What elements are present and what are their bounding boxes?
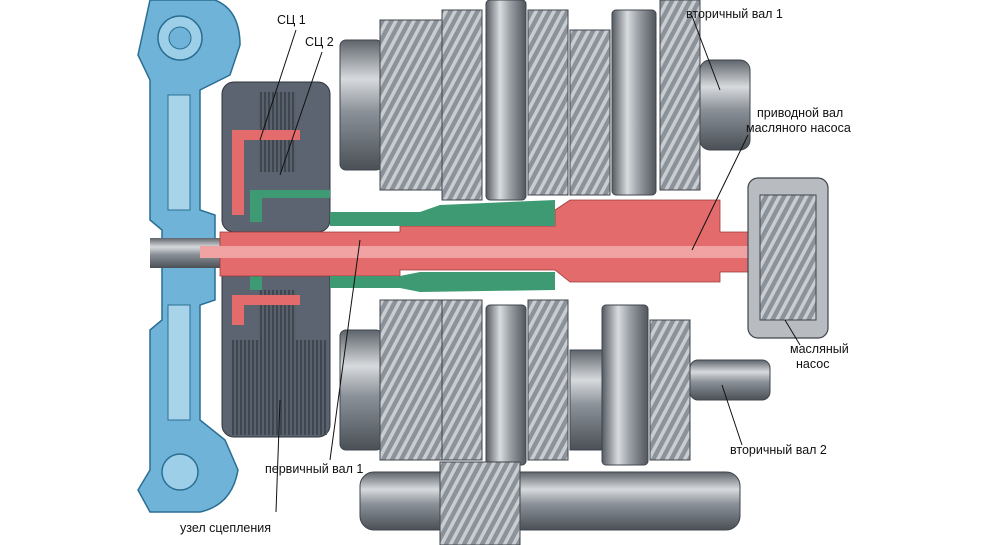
leader-pump-drive-shaft: [691, 134, 749, 251]
label-sc2: СЦ 2: [305, 35, 334, 49]
label-oil-pump-line2: насос: [796, 357, 830, 371]
clutch-assembly: [221, 81, 331, 438]
label-pump-drive-shaft-line2: масляного насоса: [746, 121, 851, 135]
leader-sc2: [279, 51, 323, 176]
label-output-shaft-1: вторичный вал 1: [686, 7, 783, 21]
label-sc1: СЦ 1: [277, 13, 306, 27]
leader-oil-pump: [784, 319, 801, 346]
leader-clutch-unit: [275, 399, 281, 513]
oil-pump: [747, 177, 829, 339]
leader-sc1: [259, 29, 297, 141]
label-clutch-unit: узел сцепления: [180, 521, 272, 535]
label-input-shaft-1: первичный вал 1: [265, 462, 364, 476]
leader-lines: [259, 15, 801, 513]
leader-output-shaft-1: [691, 15, 721, 91]
label-output-shaft-2: вторичный вал 2: [730, 443, 827, 457]
leader-input-shaft-1: [329, 239, 361, 461]
label-pump-drive-shaft-line1: приводной вал: [757, 106, 844, 120]
upper-gear-set: [339, 0, 751, 201]
bottom-shaft: [359, 461, 741, 545]
leader-output-shaft-2: [721, 384, 743, 446]
lower-gear-set: [339, 299, 771, 466]
label-oil-pump-line1: масляный: [790, 342, 849, 356]
input-shaft-assembly: [150, 199, 791, 292]
